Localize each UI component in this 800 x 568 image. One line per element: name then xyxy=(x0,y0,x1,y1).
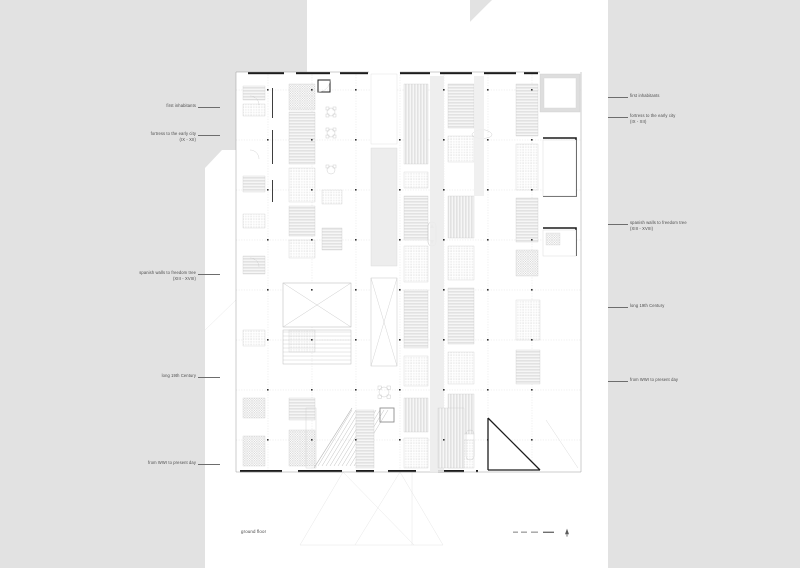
annotation-label: first inhabitants xyxy=(630,93,660,98)
annotation-left-19th-century: long 19th Century xyxy=(96,373,196,379)
annotation-label: long 19th Century xyxy=(161,373,196,378)
north-arrow xyxy=(565,528,569,537)
zone-bay2-shelving xyxy=(288,83,316,467)
scale-bar-segments xyxy=(513,531,554,533)
annotation-label: fortress to the early city xyxy=(150,131,196,136)
leader-line xyxy=(198,377,220,378)
annotation-label: spanish walls to freedom tree xyxy=(630,220,687,225)
leader-line xyxy=(608,117,628,118)
perimeter-wall-top xyxy=(248,72,538,75)
annotation-right-first-inhabitants: first inhabitants xyxy=(630,93,660,99)
drawing-caption: ground floor xyxy=(241,529,267,534)
zone-bay3-seating xyxy=(317,79,343,251)
annotation-period: (XIII - XVIII) xyxy=(630,225,654,231)
leader-line xyxy=(198,107,220,108)
leader-line xyxy=(198,274,220,275)
annotation-label: from WWI to present day xyxy=(147,460,196,465)
leader-line xyxy=(608,224,628,225)
annotation-right-wwi-present: from WWI to present day xyxy=(630,377,678,383)
annotation-label: from WWI to present day xyxy=(630,377,679,382)
central-atrium-strip xyxy=(370,73,398,267)
void-central-corridor xyxy=(370,277,398,399)
annotation-right-19th-century: long 19th Century xyxy=(630,303,664,309)
leader-line xyxy=(608,97,628,98)
ramp-triangle xyxy=(487,417,579,471)
leader-line xyxy=(198,464,220,465)
site-wedge-tr xyxy=(470,0,492,20)
annotation-period: (IX - XII) xyxy=(630,118,647,124)
historic-wall-traces xyxy=(430,76,484,472)
annotation-label: first inhabitants xyxy=(166,103,196,108)
annotation-left-wwi-present: from WWI to present day xyxy=(88,460,196,466)
zone-right-rooms xyxy=(515,73,581,385)
annotation-left-spanish-walls: spanish walls to freedom tree (XIII - XV… xyxy=(76,270,196,282)
scale-bar xyxy=(513,528,569,537)
annotation-right-fortress: fortress to the early city (IX - XII) xyxy=(630,113,675,125)
leader-line xyxy=(608,381,628,382)
leader-line xyxy=(608,307,628,308)
leader-line xyxy=(198,135,220,136)
annotation-right-spanish-walls: spanish walls to freedom tree (XIII - XV… xyxy=(630,220,687,232)
perimeter-wall-bottom xyxy=(240,470,478,473)
annotation-label: long 19th Century xyxy=(630,303,665,308)
zone-left-stacks xyxy=(242,85,273,467)
structural-columns xyxy=(267,89,533,441)
zone-bay5-stacks xyxy=(403,83,437,469)
zone-bottom-service xyxy=(355,407,475,469)
annotation-period: (XIII - XVIII) xyxy=(172,275,196,281)
perimeter-outline xyxy=(235,71,582,473)
annotation-period: (IX - XII) xyxy=(179,136,196,142)
annotation-label: spanish walls to freedom tree xyxy=(139,270,196,275)
annotation-left-fortress: fortress to the early city (IX - XII) xyxy=(84,131,196,143)
annotation-label: fortress to the early city xyxy=(630,113,676,118)
void-atrium-left xyxy=(282,282,352,365)
annotation-left-first-inhabitants: first inhabitants xyxy=(90,103,196,109)
site-upper-right xyxy=(470,0,608,72)
